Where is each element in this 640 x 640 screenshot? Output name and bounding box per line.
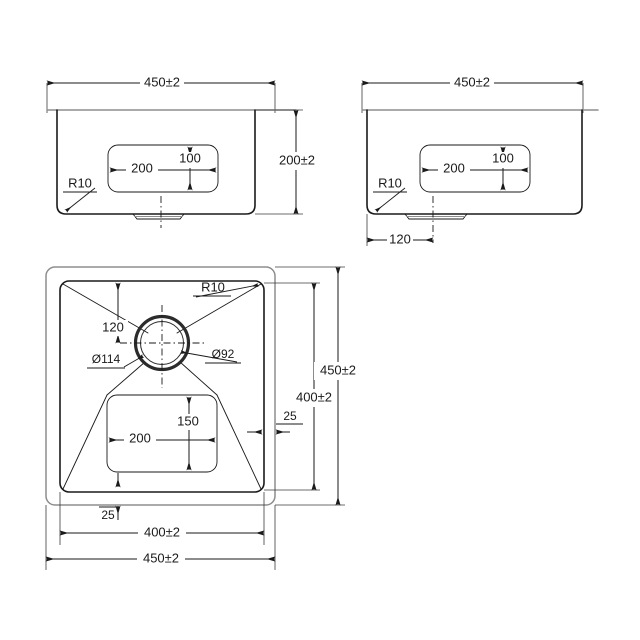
plan-rim-offset-right-dimension: 25 [247, 409, 303, 435]
plan-inner-height-label: 400±2 [296, 389, 332, 404]
plan-outer-rim [45, 266, 276, 506]
plan-base-height-label: 150 [177, 413, 199, 428]
side-inner-width-label: 200 [443, 160, 465, 175]
front-drain-bump [132, 213, 185, 220]
plan-drain-top-dimension: 120 [100, 282, 128, 344]
front-width-dim-label: 450±2 [144, 74, 180, 89]
side-width-dimension: 450±2 [361, 74, 584, 113]
front-inner-width-label: 200 [131, 160, 153, 175]
plan-drain-inner-dia-callout: Ø92 [180, 347, 241, 364]
side-width-dim-label: 450±2 [454, 74, 490, 89]
plan-inner-bowl [59, 280, 265, 493]
side-drain-offset-label: 120 [389, 231, 411, 246]
plan-view: 200 150 120 R10 Ø114 [45, 266, 362, 570]
plan-bowl-wall-lines [62, 283, 262, 490]
plan-horizontal-dimensions: 400±2 450±2 [45, 492, 276, 570]
side-r10-callout: R10 [373, 175, 407, 213]
drain-inner-ring [140, 321, 184, 365]
plan-drain [120, 305, 204, 388]
plan-r10-callout: R10 [193, 279, 259, 298]
front-width-dimension: 450±2 [46, 74, 276, 113]
front-height-dimension: 200±2 [255, 109, 320, 215]
plan-drain-top-label: 120 [102, 319, 124, 334]
side-body-outline [366, 109, 583, 215]
plan-vertical-dimensions: 400±2 450±2 [264, 266, 362, 506]
front-r10-label: R10 [68, 175, 92, 190]
plan-rim-offset-right-label: 25 [283, 409, 297, 423]
plan-base-rect [106, 394, 218, 473]
front-height-dim-label: 200±2 [279, 152, 315, 167]
side-drain-offset-dimension: 120 [366, 214, 434, 248]
front-body-outline [56, 109, 256, 215]
plan-r10-label: R10 [201, 279, 225, 294]
plan-inner-width-label: 400±2 [144, 524, 180, 539]
plan-base-rect-group: 200 150 [106, 394, 218, 473]
side-inner-rect-group: 200 100 [419, 144, 531, 193]
front-r10-callout: R10 [63, 175, 97, 213]
plan-rim-offset-bottom-label: 25 [101, 508, 115, 522]
front-elevation-view: 450±2 R10 200 100 [46, 74, 320, 228]
front-inner-height-label: 100 [179, 150, 201, 165]
front-inner-rect-group: 200 100 [107, 144, 219, 193]
plan-base-width-label: 200 [129, 430, 151, 445]
plan-outer-width-label: 450±2 [143, 550, 179, 565]
side-inner-rect [419, 144, 531, 193]
side-drain-bump [404, 213, 468, 220]
plan-rim-offset-bottom-dimension: 25 [99, 473, 121, 522]
plan-drain-outer-dia-label: Ø114 [92, 352, 121, 366]
plan-drain-inner-dia-label: Ø92 [212, 347, 235, 361]
front-inner-rect [107, 144, 219, 193]
plan-drain-outer-dia-callout: Ø114 [87, 352, 145, 369]
side-inner-height-label: 100 [492, 150, 514, 165]
plan-outer-height-label: 450±2 [320, 362, 356, 377]
side-r10-label: R10 [378, 175, 402, 190]
side-elevation-view: 450±2 R10 200 100 [361, 74, 599, 248]
